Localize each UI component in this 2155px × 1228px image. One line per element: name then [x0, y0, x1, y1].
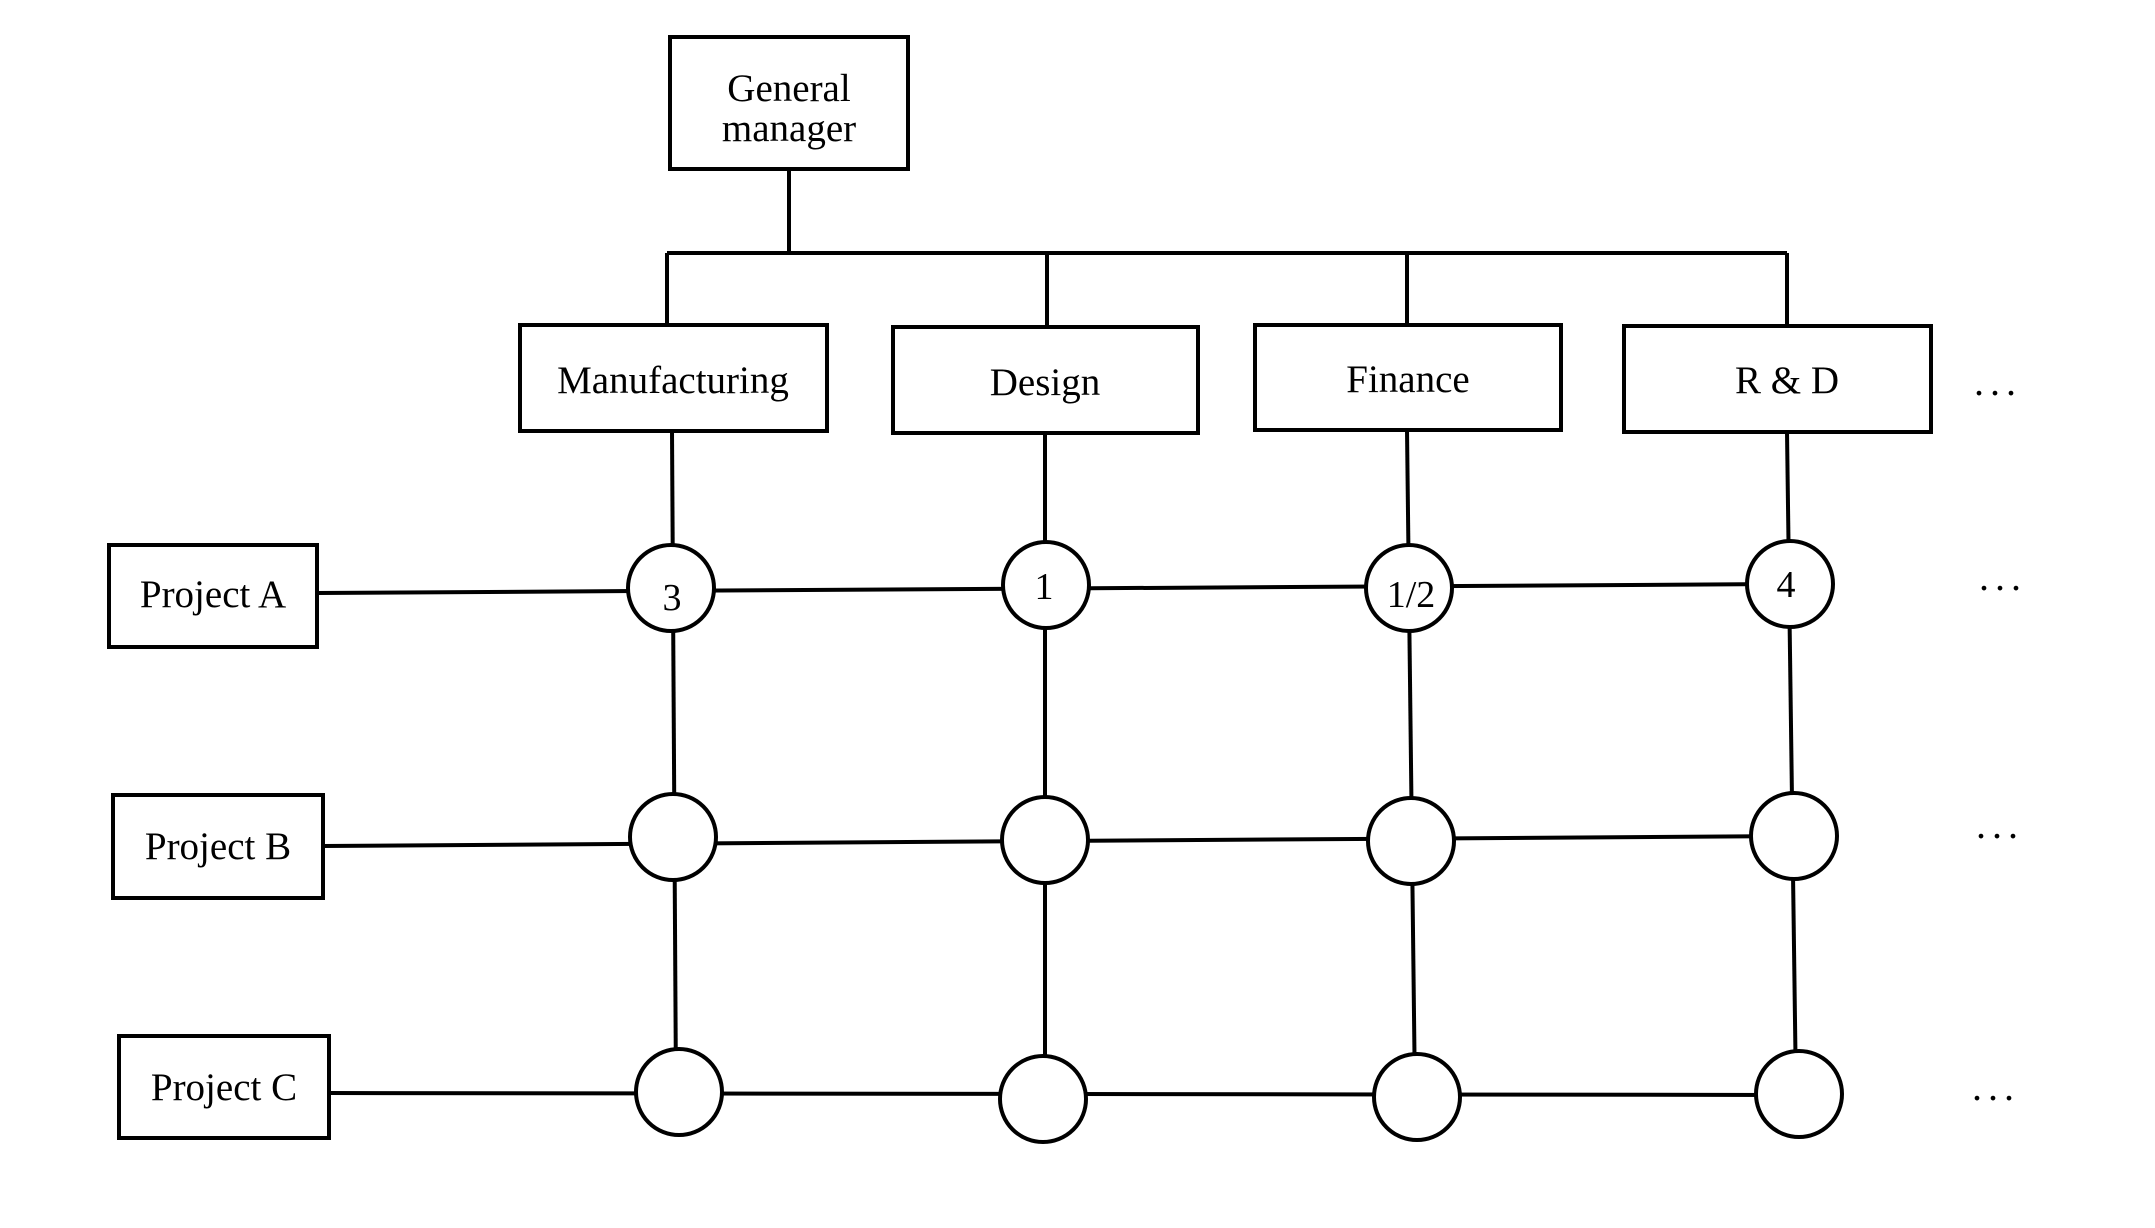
cell-node-a-design	[1001, 540, 1091, 630]
project-box-c	[117, 1034, 331, 1140]
cell-value-a-design: 1	[1035, 566, 1054, 608]
project-label-b: Project B	[145, 825, 291, 868]
cell-value-a-manufacturing: 3	[663, 577, 682, 619]
general-manager-label-line1: General	[727, 67, 851, 110]
cell-node-c-rd	[1754, 1049, 1844, 1139]
cell-node-b-manufacturing	[628, 792, 718, 882]
department-label-rd: R & D	[1735, 359, 1839, 402]
cell-node-c-finance	[1372, 1052, 1462, 1142]
column-line-rd	[1785, 431, 1798, 1095]
general-manager-label-line2: manager	[722, 107, 856, 150]
cell-node-b-design	[1000, 795, 1090, 885]
cell-node-c-design	[998, 1054, 1088, 1144]
department-box-rd	[1622, 324, 1933, 434]
continuation-dots-departments: ...	[1974, 359, 2022, 404]
continuation-dots-project-a: ...	[1979, 554, 2027, 599]
department-label-design: Design	[990, 361, 1101, 404]
continuation-dots-project-b: ...	[1976, 802, 2024, 847]
column-line-manufacturing	[670, 430, 678, 1093]
cell-value-a-rd: 4	[1777, 564, 1796, 606]
cell-node-a-manufacturing	[626, 543, 716, 633]
general-manager-box	[668, 35, 910, 171]
continuation-dots-project-c: ...	[1972, 1064, 2020, 1109]
department-box-design	[891, 325, 1200, 435]
department-label-manufacturing: Manufacturing	[557, 359, 789, 402]
project-box-b	[111, 793, 325, 900]
cell-node-c-manufacturing	[634, 1047, 724, 1137]
cell-node-a-rd	[1745, 539, 1835, 629]
cell-node-a-finance	[1364, 543, 1454, 633]
department-label-finance: Finance	[1346, 358, 1469, 401]
cell-node-b-rd	[1749, 791, 1839, 881]
column-line-finance	[1405, 429, 1417, 1099]
cell-value-a-finance: 1/2	[1387, 574, 1436, 616]
cell-node-b-finance	[1366, 796, 1456, 886]
department-box-manufacturing	[518, 323, 829, 433]
project-label-c: Project C	[151, 1066, 297, 1109]
project-label-a: Project A	[140, 573, 286, 616]
project-box-a	[107, 543, 319, 649]
